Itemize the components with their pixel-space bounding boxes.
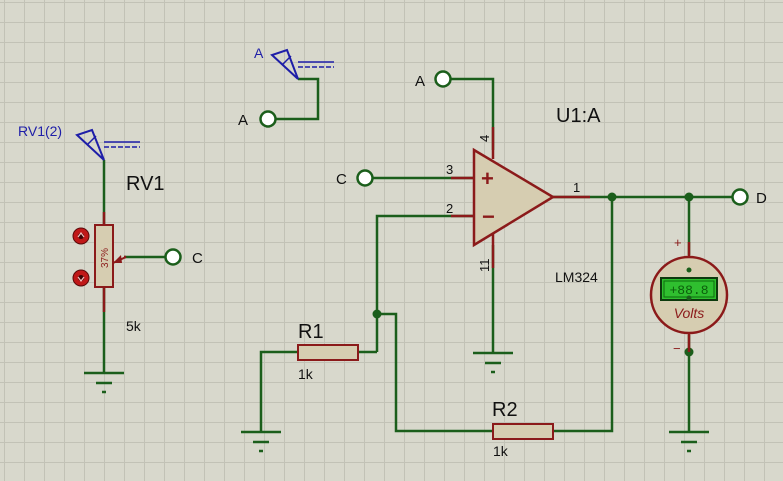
voltmeter-unit-label: Volts — [674, 305, 705, 321]
resistor-r2-ref: R2 — [492, 399, 518, 421]
pot-value-label: 5k — [126, 318, 142, 334]
dc-voltmeter[interactable] — [649, 242, 729, 352]
ground-symbol-meter — [669, 430, 709, 453]
terminal-a-left[interactable] — [259, 110, 277, 128]
probe-label: A — [254, 45, 264, 61]
ground-symbol-r1 — [241, 430, 281, 453]
pin-number: 2 — [446, 201, 453, 216]
wire-a-probe — [276, 77, 320, 121]
voltmeter-plus-label: + — [674, 235, 682, 250]
opamp-part-label: LM324 — [555, 269, 598, 285]
pin-number: 11 — [477, 259, 492, 273]
junction-dot — [372, 309, 382, 319]
voltmeter-minus-label: − — [673, 341, 681, 356]
terminal-c-wiper[interactable] — [164, 248, 182, 266]
terminal-label: C — [336, 171, 347, 188]
pin-number: 3 — [446, 162, 453, 177]
wire-opamp-vcc — [451, 77, 495, 150]
resistor-r2[interactable] — [492, 423, 554, 440]
junction-dot — [684, 192, 694, 202]
potentiometer-rv1[interactable]: 37% — [94, 212, 127, 312]
resistor-r1-value: 1k — [298, 366, 314, 382]
resistor-r2-value: 1k — [493, 443, 509, 459]
opamp-reference-label: U1:A — [556, 105, 601, 127]
terminal-d-output[interactable] — [731, 188, 749, 206]
voltage-probe-rv1[interactable]: RV1(2) — [18, 123, 140, 161]
resistor-r1[interactable] — [297, 344, 359, 361]
pot-decrease-button[interactable] — [72, 269, 90, 287]
opamp-plus-sign: + — [481, 166, 494, 191]
terminal-a-top[interactable] — [434, 70, 452, 88]
terminal-label: A — [415, 73, 425, 90]
opamp-minus-sign: − — [482, 204, 495, 229]
pot-increase-button[interactable] — [72, 227, 90, 245]
voltage-probe-a[interactable]: A — [254, 45, 334, 80]
terminal-c-input[interactable] — [356, 169, 374, 187]
wire-r1-left — [259, 350, 298, 432]
pin-number: 1 — [573, 180, 580, 195]
ground-symbol-rv1 — [84, 371, 124, 394]
probe-label: RV1(2) — [18, 123, 62, 139]
resistor-r1-ref: R1 — [298, 321, 324, 343]
terminal-label: C — [192, 250, 203, 267]
wire-r2-left — [377, 312, 493, 433]
pin-number: 4 — [477, 135, 492, 142]
pot-reference-label: RV1 — [126, 173, 165, 195]
wire-r2-right — [553, 197, 614, 433]
wire-pin2 — [375, 214, 474, 352]
voltmeter-reading: +88.8 — [669, 283, 708, 298]
pot-position-label: 37% — [100, 248, 111, 268]
ground-symbol-opamp — [473, 351, 513, 374]
opamp-u1a[interactable] — [451, 127, 590, 268]
terminal-label: A — [238, 112, 248, 129]
terminal-label: D — [756, 190, 767, 207]
junction-dot — [607, 192, 617, 202]
